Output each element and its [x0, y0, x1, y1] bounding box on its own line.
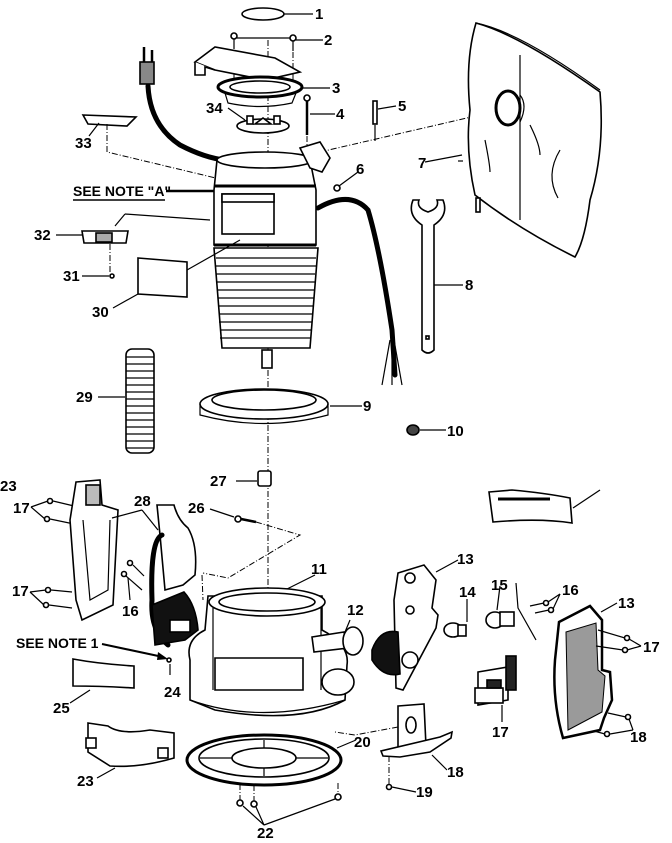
part-lamp-bulb: [443, 599, 468, 638]
part-clamp-knob: [311, 619, 364, 656]
grip-texture: [565, 622, 606, 731]
callout-1: 1: [315, 6, 323, 23]
part-router-base: [188, 574, 355, 717]
callout-17b: 17: [12, 583, 29, 600]
part-screw-24: [166, 657, 172, 675]
callout-3: 3: [332, 80, 340, 97]
callout-31: 31: [63, 268, 80, 285]
callout-12: 12: [347, 602, 364, 619]
part-handle-with-cord: [111, 504, 199, 648]
part-screws-17-lower-left: [29, 586, 73, 609]
callout-18: 17: [492, 724, 509, 741]
callout-15: 15: [491, 577, 508, 594]
part-handle-grip: [553, 602, 618, 740]
part-left-handle: [69, 479, 119, 622]
part-screw-20: [385, 756, 417, 793]
part-handle-frame: [371, 559, 459, 691]
callout-13a: 13: [457, 551, 474, 568]
part-screw-6: [333, 171, 359, 192]
callout-6: 6: [356, 161, 364, 178]
part-top-cap-handle: [193, 46, 330, 108]
part-bracket: [334, 703, 454, 771]
part-chip-shield-left: [85, 722, 175, 779]
part-fan-baffle: [227, 107, 290, 134]
part-spring: [98, 348, 155, 454]
callout-26: 26: [188, 500, 205, 517]
part-nut: [406, 424, 446, 436]
see-note-1: SEE NOTE 1: [16, 635, 99, 651]
callout-30: 30: [92, 304, 109, 321]
see-note-1-arrow: [101, 643, 168, 660]
part-screw-26: [202, 508, 302, 579]
callout-28: 28: [134, 493, 151, 510]
callout-16b: 16: [122, 603, 139, 620]
part-adjusting-ring: [199, 388, 362, 425]
part-nameplate-disc: [241, 7, 313, 21]
part-window-label: [112, 239, 241, 309]
callout-17a: 17: [13, 500, 30, 517]
housing-fins: [216, 257, 316, 339]
part-long-screw: [303, 94, 335, 150]
part-chip-shield-right: [488, 489, 601, 524]
part-dust-bag: [424, 22, 603, 259]
callout-10: 10: [447, 423, 464, 440]
part-screws-17-upper-left: [30, 497, 75, 525]
callout-7: 7: [418, 155, 426, 172]
callout-23b: 23: [77, 773, 94, 790]
callout-17d: 18: [630, 729, 647, 746]
part-sub-base: [185, 733, 357, 787]
callout-4: 4: [336, 106, 345, 123]
spring-coils: [126, 356, 154, 449]
callout-16a: 16: [562, 582, 579, 599]
callout-20: 19: [416, 784, 433, 801]
callout-34: 34: [206, 100, 223, 117]
callout-19: 18: [447, 764, 464, 781]
callout-21: 20: [354, 734, 371, 751]
callout-5: 5: [398, 98, 406, 115]
part-switch: [474, 655, 517, 722]
part-lamp-socket: [485, 582, 537, 641]
part-pin: [372, 100, 397, 141]
callout-13b: 13: [618, 595, 635, 612]
part-power-cord: [139, 47, 228, 163]
part-switch-lever: [56, 213, 211, 272]
part-motor-housing: [213, 141, 403, 386]
callout-17c: 17: [643, 639, 660, 656]
callout-23a: 23: [0, 478, 17, 495]
callout-22: 22: [257, 825, 274, 842]
callout-29: 29: [76, 389, 93, 406]
callout-8: 8: [465, 277, 473, 294]
part-screws-16-left: [120, 559, 145, 601]
part-label-33: [81, 114, 246, 186]
see-note-a: SEE NOTE "A": [73, 183, 171, 199]
part-screws-17-lower-right: [593, 712, 634, 738]
callout-14: 14: [459, 584, 476, 601]
callout-2: 2: [324, 32, 332, 49]
part-screw-31: [82, 273, 115, 279]
part-sub-base-screws: [236, 783, 342, 826]
callout-27: 27: [210, 473, 227, 490]
part-screws-17-upper-right: [595, 629, 642, 654]
part-label-plate: [69, 658, 135, 704]
part-screws-2: [230, 32, 323, 80]
callout-11: 11: [311, 561, 327, 578]
callout-9: 9: [363, 398, 371, 415]
callout-24: 24: [164, 684, 181, 701]
part-screws-16-right: [529, 593, 561, 614]
callout-32: 32: [34, 227, 51, 244]
callout-33: 33: [75, 135, 92, 152]
part-wrench: [410, 199, 463, 354]
callout-25: 25: [53, 700, 70, 717]
part-collet-nut: [236, 470, 272, 487]
